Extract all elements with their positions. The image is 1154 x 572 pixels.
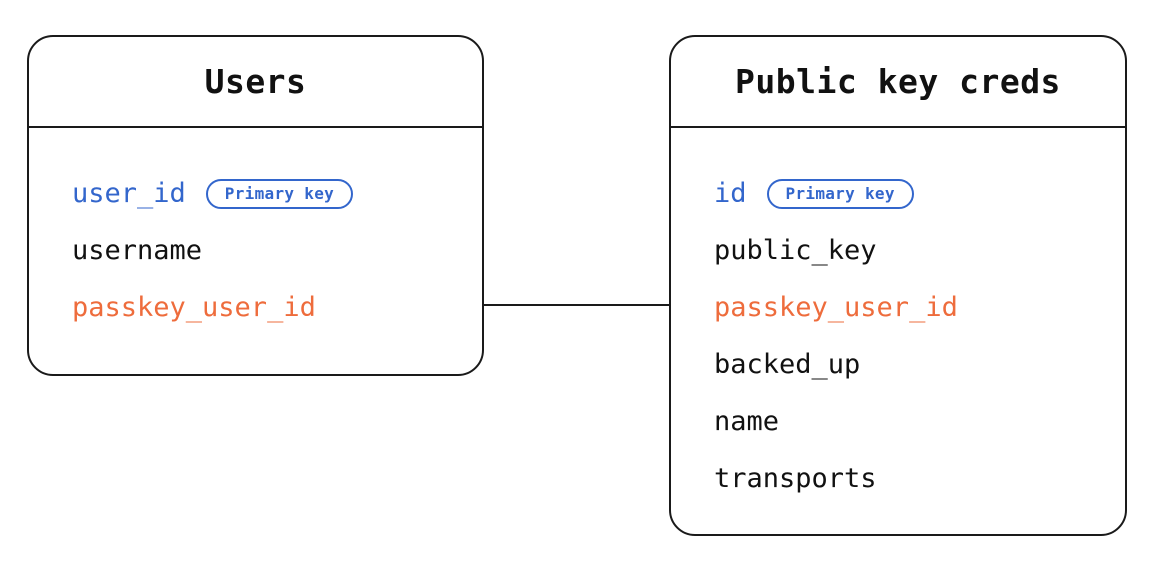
field-row-user-id[interactable]: user_id Primary key xyxy=(29,165,482,222)
field-name-passkey-user-id: passkey_user_id xyxy=(72,292,316,323)
entity-title-users: Users xyxy=(204,62,307,101)
field-row-backed-up[interactable]: backed_up xyxy=(671,336,1125,393)
field-row-passkey-user-id[interactable]: passkey_user_id xyxy=(29,279,482,336)
entity-card-users[interactable]: Users user_id Primary key username passk… xyxy=(27,35,484,376)
field-row-public-key[interactable]: public_key xyxy=(671,222,1125,279)
field-name-transports: transports xyxy=(714,463,877,494)
field-name-user-id: user_id xyxy=(72,178,186,209)
field-row-name[interactable]: name xyxy=(671,393,1125,450)
entity-field-list-public-key-creds: id Primary key public_key passkey_user_i… xyxy=(671,128,1125,534)
entity-field-list-users: user_id Primary key username passkey_use… xyxy=(29,128,482,374)
field-row-transports[interactable]: transports xyxy=(671,450,1125,507)
entity-header-users: Users xyxy=(29,37,482,128)
entity-title-public-key-creds: Public key creds xyxy=(735,62,1061,101)
field-name-public-key: public_key xyxy=(714,235,877,266)
primary-key-badge: Primary key xyxy=(766,178,914,209)
field-name-passkey-user-id: passkey_user_id xyxy=(714,292,958,323)
relationship-connector-users-to-public-key-creds xyxy=(482,304,671,306)
field-name-name: name xyxy=(714,406,780,437)
field-row-username[interactable]: username xyxy=(29,222,482,279)
entity-card-public-key-creds[interactable]: Public key creds id Primary key public_k… xyxy=(669,35,1127,536)
field-name-backed-up: backed_up xyxy=(714,349,861,380)
primary-key-badge: Primary key xyxy=(205,178,354,209)
field-row-id[interactable]: id Primary key xyxy=(671,165,1125,222)
field-row-passkey-user-id[interactable]: passkey_user_id xyxy=(671,279,1125,336)
entity-header-public-key-creds: Public key creds xyxy=(671,37,1125,128)
field-name-username: username xyxy=(72,235,203,266)
field-name-id: id xyxy=(714,178,747,209)
